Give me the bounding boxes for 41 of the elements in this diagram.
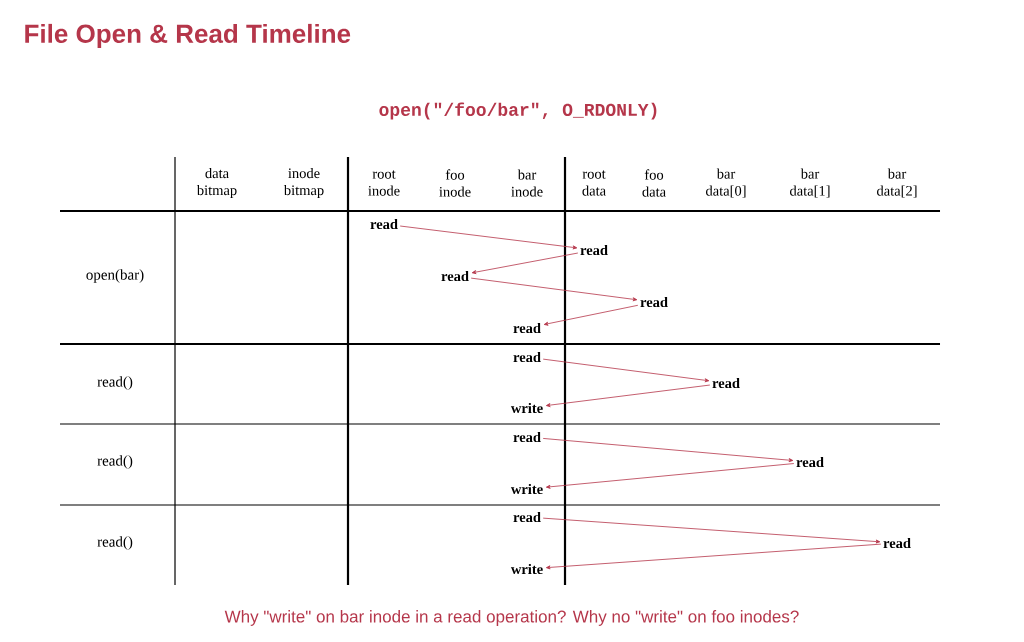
column-header: bar data[1] [790,168,830,198]
operation-label: read [640,296,668,308]
system-call: open("/foo/bar", O_RDONLY) [379,102,657,120]
column-header: bar data[2] [877,168,917,198]
operation-label: read [883,537,911,549]
operation-label: write [510,563,543,575]
arrow [542,358,710,383]
column-header: bar data[0] [706,168,746,198]
row-label: open(bar) [86,269,144,283]
arrow [545,463,795,489]
column-header: inode bitmap [283,167,324,199]
arrow [542,438,794,463]
arrow [399,225,578,250]
operation-label: read [712,377,740,389]
column-header: foo inode [439,169,471,197]
arrow [543,304,639,326]
operation-label: read [513,351,541,363]
operation-label: read [513,511,541,523]
operation-label: write [510,402,543,414]
arrow [545,384,711,408]
arrow [471,252,579,275]
row-label: read() [97,455,133,469]
operation-label: read [580,244,608,256]
arrow [470,277,638,302]
slide-title: File Open & Read Timeline [25,23,351,49]
arrow [545,543,882,570]
operation-label: read [513,431,541,443]
operation-label: write [510,483,543,495]
operation-label: read [513,322,541,334]
question-text: Why "write" on bar inode in a read operation? Why no "write" on foo inodes? [224,610,799,626]
column-header: data bitmap [196,167,237,199]
arrow [542,517,881,544]
operation-label: read [796,456,824,468]
operation-label: read [370,218,398,230]
row-label: read() [97,536,133,550]
row-label: read() [97,376,133,390]
column-header: root data [582,170,606,196]
operation-label: read [441,270,469,282]
column-header: root inode [368,170,400,196]
column-header: bar inode [511,169,543,197]
column-header: foo data [642,169,666,197]
